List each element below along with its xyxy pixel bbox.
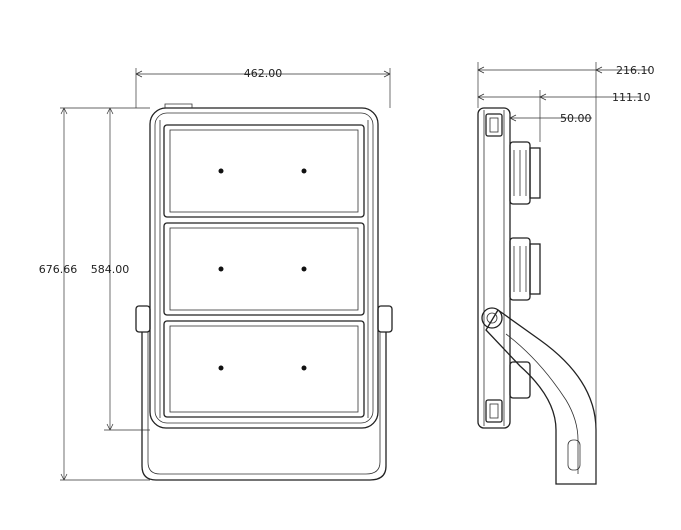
- driver-box-lower: [509, 237, 541, 301]
- led-dot: [218, 266, 224, 272]
- front-top-tab: [164, 103, 193, 108]
- dim-depth-total: 216.10: [477, 62, 655, 484]
- dim-height-total: 676.66: [39, 107, 150, 481]
- front-housing-outer: [149, 107, 379, 429]
- led-dot: [218, 365, 224, 371]
- driver-box-small: [509, 361, 531, 399]
- led-dot: [301, 266, 307, 272]
- dim-height-body-label: 584.00: [91, 263, 130, 276]
- led-module-bottom: [163, 320, 365, 418]
- led-module-top: [163, 124, 365, 218]
- led-module-middle: [163, 222, 365, 316]
- side-clip-top: [485, 113, 503, 137]
- hinge-left: [135, 305, 151, 333]
- front-view: [135, 103, 393, 481]
- side-pivot-knob: [481, 307, 503, 329]
- dim-depth-body-label: 111.10: [612, 91, 651, 104]
- driver-box-upper: [509, 141, 541, 205]
- dim-depth-driver: 50.00: [509, 112, 592, 142]
- side-clip-bottom: [485, 399, 503, 423]
- dim-width-label: 462.00: [244, 67, 283, 80]
- dim-width: 462.00: [135, 67, 391, 108]
- dim-depth-driver-label: 50.00: [560, 112, 592, 125]
- dim-height-body: 584.00: [91, 107, 150, 431]
- led-dot: [301, 168, 307, 174]
- hinge-right: [377, 305, 393, 333]
- dim-depth-total-label: 216.10: [616, 64, 655, 77]
- side-housing: [477, 107, 511, 429]
- mounting-bracket: [141, 332, 387, 481]
- front-housing-inner: [154, 112, 374, 424]
- led-dot: [301, 365, 307, 371]
- dim-depth-body: 111.10: [477, 90, 651, 142]
- led-dot: [218, 168, 224, 174]
- side-bracket-arm: [485, 309, 597, 485]
- dim-height-total-label: 676.66: [39, 263, 78, 276]
- side-view: [477, 107, 597, 485]
